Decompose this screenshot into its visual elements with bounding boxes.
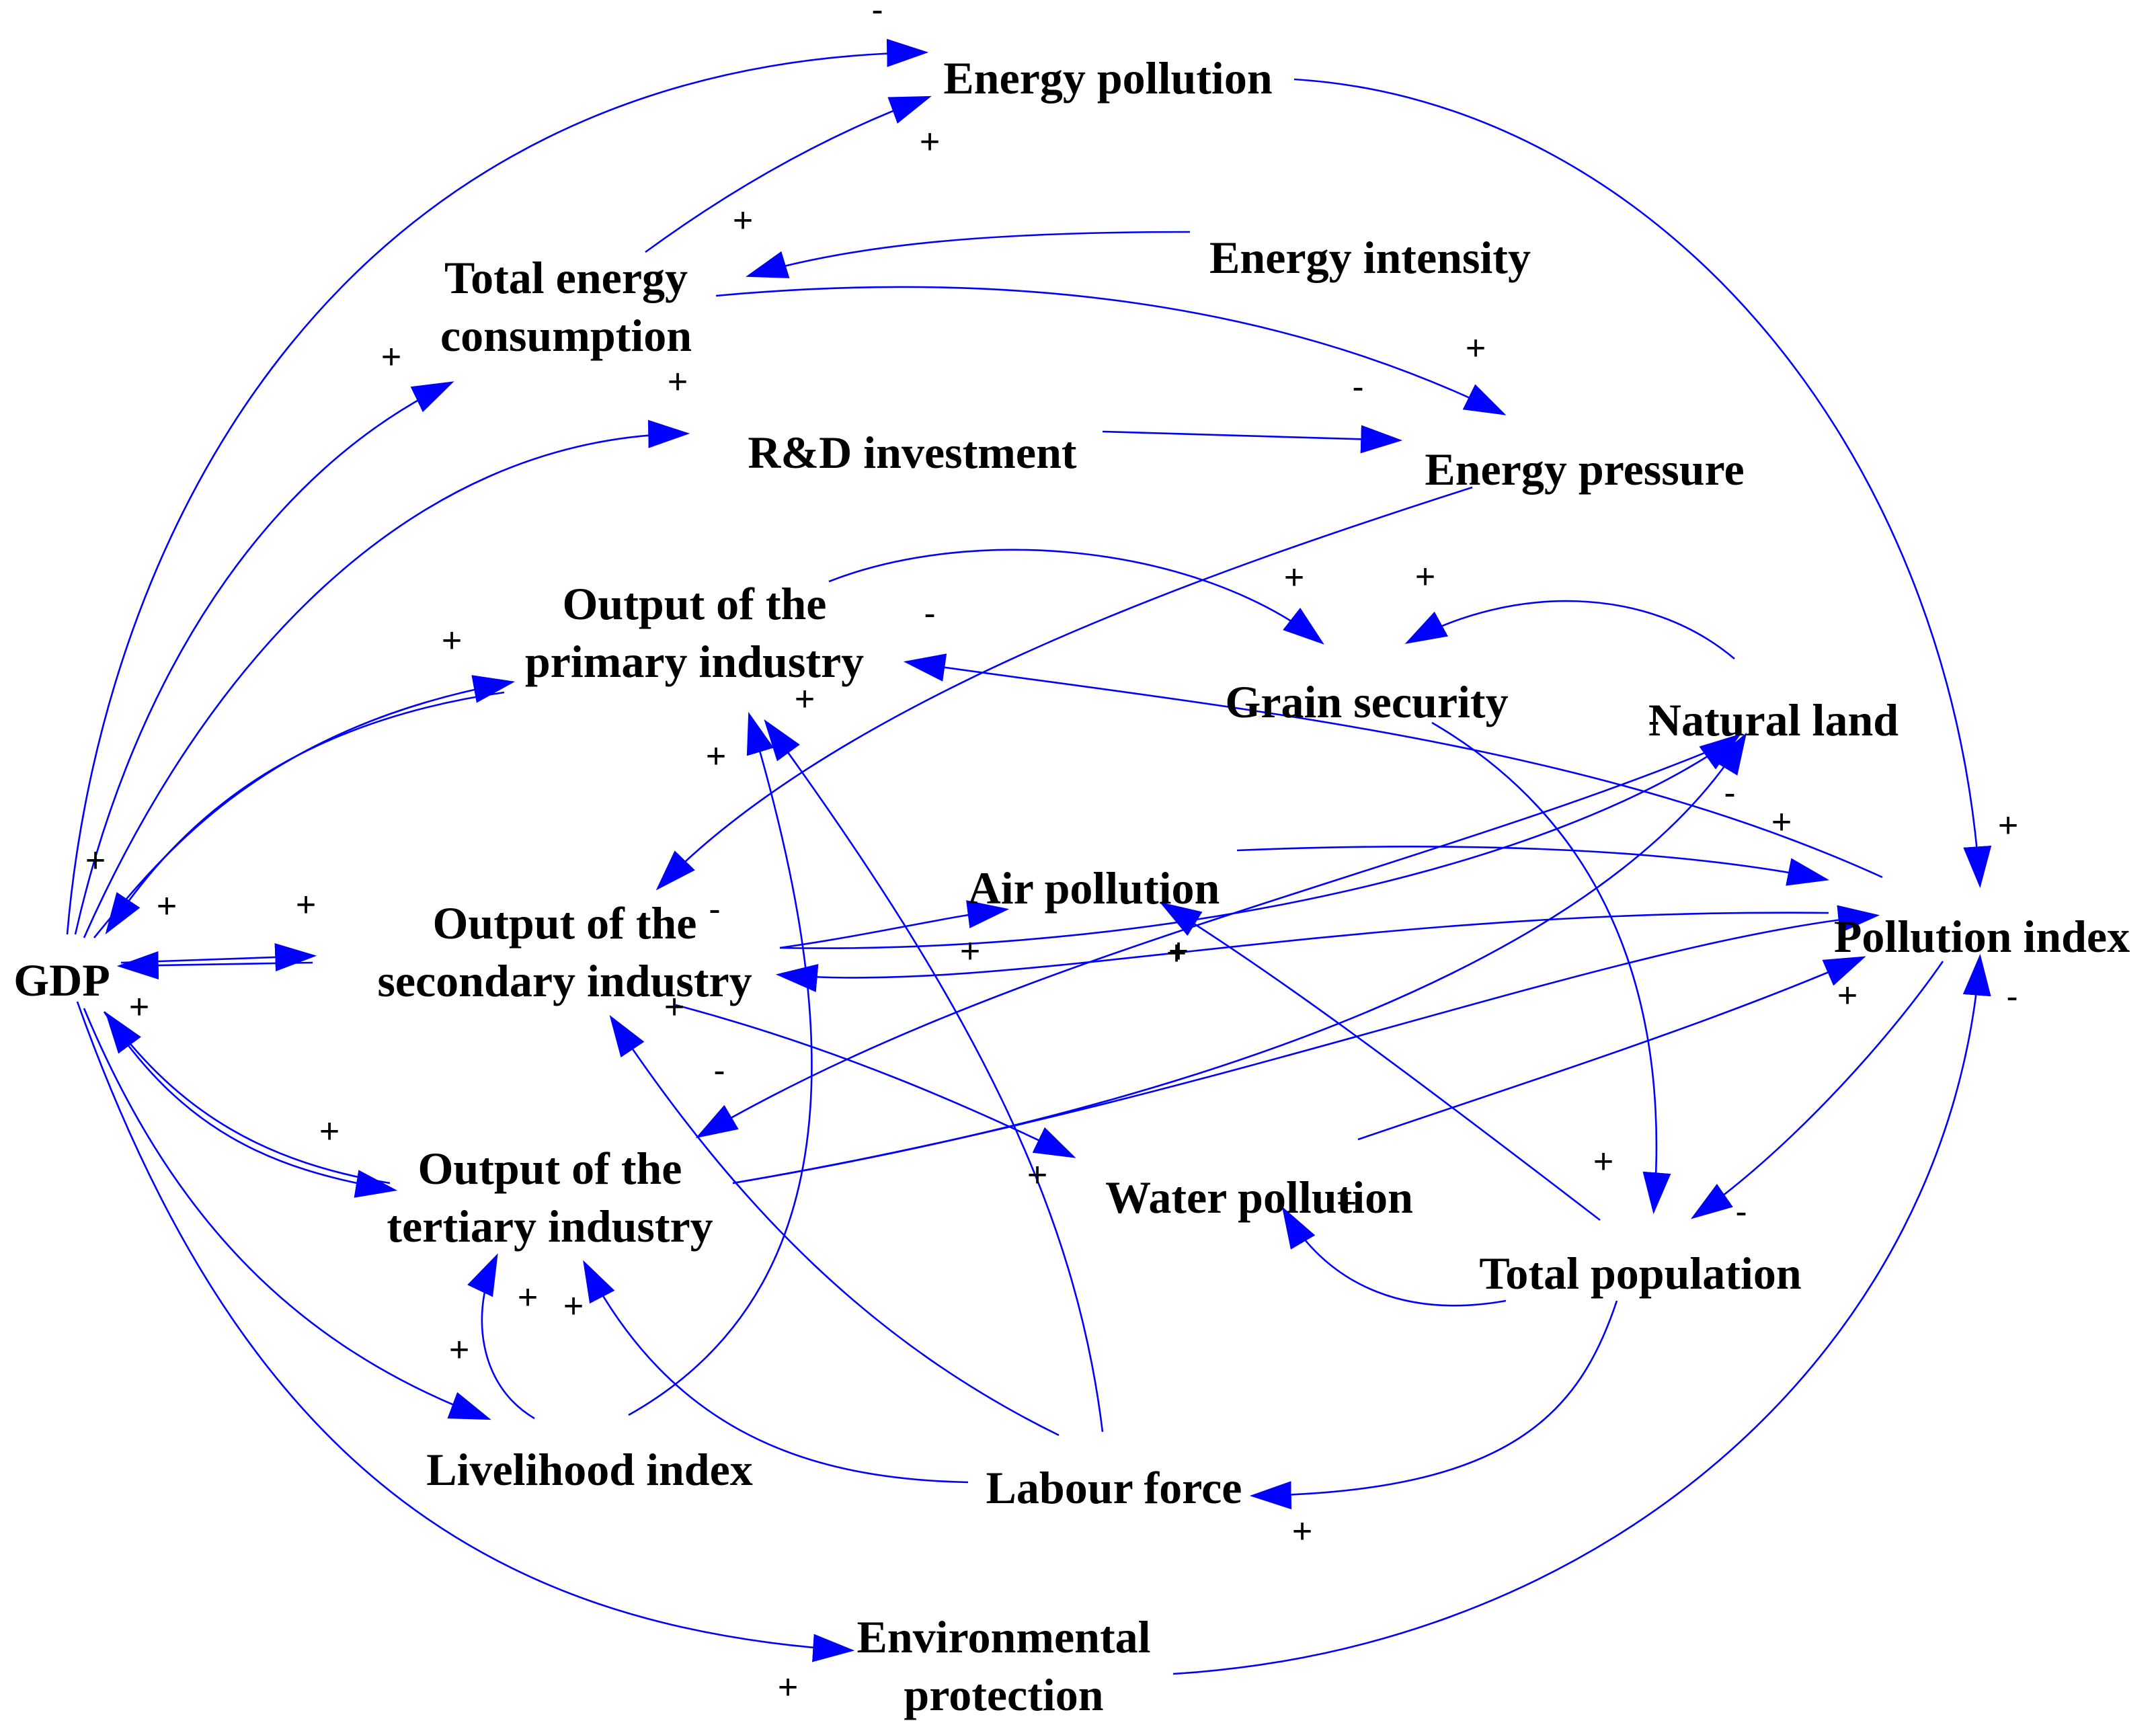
polarity-sign: + [1168,932,1189,971]
link-air-pollution-to-pollution-index [1236,846,1830,886]
link-env-protection-to-pollution-index [1172,953,1991,1675]
node-grain-security: Grain security [1225,676,1508,727]
polarity-sign: + [1415,557,1435,596]
link-energy-intensity-to-total-energy [746,231,1191,278]
link-gdp-to-livelihood-index [83,1008,491,1420]
polarity-sign: + [960,932,980,971]
link-labour-force-to-primary [764,719,1104,1433]
node-total-population: Total population [1479,1248,1801,1299]
link-secondary-to-natural-land [779,733,1742,949]
polarity-sign: + [129,988,149,1026]
polarity-sign: - [709,890,720,929]
polarity-sign: + [563,1287,584,1326]
polarity-sign: + [1837,976,1858,1015]
node-air-pollution: Air pollution [968,862,1220,914]
node-energy-pressure: Energy pressure [1425,444,1744,495]
node-livelihood-index: Livelihood index [426,1444,753,1495]
link-gdp-to-rd-investment [83,419,690,938]
link-primary-to-grain-security [828,549,1324,645]
link-energy-pressure-to-secondary [655,486,1473,891]
polarity-sign: + [778,1668,798,1707]
polarity-sign: + [1466,329,1486,368]
link-tertiary-to-gdp [105,1012,391,1184]
link-tertiary-to-pollution-index [732,905,1880,1184]
polarity-sign: + [319,1112,340,1151]
link-total-population-to-water-pollution [1281,1206,1507,1307]
link-total-population-to-labour-force [1249,1300,1618,1510]
polarity-sign: - [2006,977,2018,1016]
link-total-population-to-air-pollution [1159,901,1601,1221]
link-natural-land-to-grain-security [1404,600,1735,659]
polarity-sign: + [381,337,401,376]
polarity-sign: + [1166,934,1187,973]
node-energy-pollution: Energy pollution [943,52,1272,104]
polarity-sign: + [449,1330,469,1369]
polarity-sign: + [664,988,684,1026]
link-gdp-to-tertiary [103,1011,398,1198]
node-natural-land: Natural land [1648,694,1899,746]
node-gdp: GDP [13,955,110,1006]
polarity-sign: - [1724,774,1735,813]
link-grain-security-to-total-population [1431,721,1671,1215]
node-energy-intensity: Energy intensity [1209,232,1531,283]
link-energy-pollution-to-pollution-index [1293,78,1992,889]
link-livelihood-index-to-primary [628,712,813,1416]
polarity-sign: - [1352,368,1363,407]
polarity-sign: - [713,1051,725,1090]
polarity-sign: + [668,362,688,401]
link-water-pollution-to-pollution-index [1357,956,1866,1141]
link-total-energy-to-energy-pollution [645,95,932,253]
polarity-sign: - [871,0,883,30]
link-labour-force-to-tertiary [583,1260,969,1484]
link-pollution-index-to-secondary [775,912,1829,992]
polarity-sign: + [920,122,940,161]
node-water-pollution: Water pollution [1105,1172,1413,1223]
polarity-sign: + [733,201,753,240]
link-primary-to-gdp [105,691,505,935]
polarity-sign: + [1771,803,1792,842]
link-gdp-to-total-energy [74,381,454,935]
link-secondary-to-air-pollution [779,900,1010,949]
node-labour-force: Labour force [986,1462,1242,1513]
polarity-sign: + [85,841,106,880]
polarity-sign: + [296,885,316,924]
polarity-sign: + [1336,1184,1357,1223]
link-gdp-to-energy-pollution [66,38,929,935]
link-natural-land-to-tertiary [695,745,1722,1139]
polarity-sign: - [709,890,720,929]
polarity-sign: - [1648,702,1659,741]
polarity-sign: + [442,621,462,660]
link-tertiary-to-natural-land [732,732,1747,1184]
polarity-sign: + [706,737,726,776]
node-rd-investment: R&D investment [748,427,1077,478]
link-labour-force-to-secondary [609,1014,1060,1437]
polarity-sign: + [1292,1512,1312,1551]
link-gdp-to-env-protection [76,1001,855,1662]
polarity-sign: + [1593,1142,1613,1181]
polarity-sign: - [924,594,935,633]
link-pollution-index-to-total-population [1690,961,1944,1219]
link-secondary-to-gdp [116,951,313,980]
polarity-sign: - [1735,1193,1747,1232]
polarity-sign: + [1027,1156,1047,1195]
polarity-sign: + [795,680,815,719]
polarity-sign: + [157,887,177,926]
link-secondary-to-water-pollution [675,1004,1076,1158]
link-livelihood-index-to-tertiary [467,1253,535,1420]
link-rd-investment-to-energy-pressure [1102,425,1403,454]
node-pollution-index: Pollution index [1834,911,2130,962]
polarity-sign: + [518,1278,538,1317]
link-total-energy-to-energy-pressure [715,286,1507,415]
link-pollution-index-to-primary [903,653,1883,879]
polarity-sign: + [1998,806,2018,845]
link-gdp-to-secondary [120,942,317,971]
polarity-sign: + [1284,558,1304,597]
